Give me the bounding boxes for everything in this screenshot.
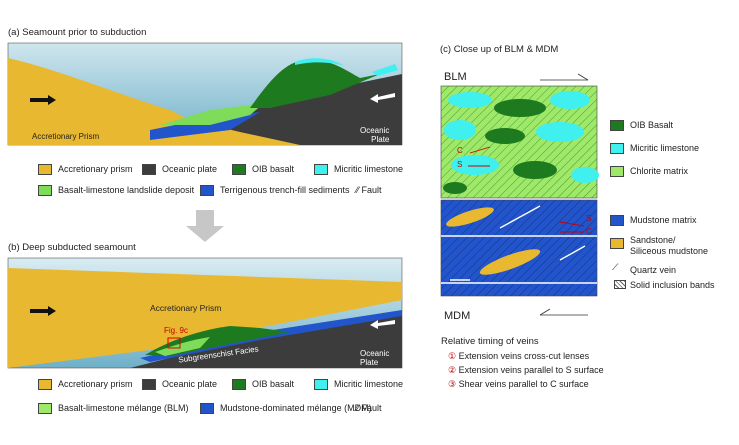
- legend-a-oib-swatch: [232, 164, 246, 175]
- legend-b-micritic-label: Micritic limestone: [334, 379, 404, 389]
- legend-a-trench-swatch: [200, 185, 214, 196]
- legend-c-oib-label: OIB Basalt: [630, 120, 674, 130]
- panel-a-cross-section: [7, 42, 403, 146]
- legend-a-plate-swatch: [142, 164, 156, 175]
- timing-item: ② Extension veins parallel to S surface: [448, 365, 604, 375]
- panel-a-plate-label: Oceanic Plate: [360, 126, 390, 144]
- fault-icon: ⁄⁄: [356, 403, 362, 413]
- legend-c-mudstone-swatch: [610, 215, 624, 226]
- legend-a-plate-label: Oceanic plate: [162, 164, 218, 174]
- legend-a-prism-swatch: [38, 164, 52, 175]
- legend-b-oib-label: OIB basalt: [252, 379, 295, 389]
- legend-c-oib-swatch: [610, 120, 624, 131]
- legend-a-trench-label: Terrigenous trench-fill sediments: [220, 185, 350, 195]
- legend-b-fault-label: ⁄⁄ Fault: [356, 403, 382, 413]
- legend-b-mdm-swatch: [200, 403, 214, 414]
- panel-b-plate-label: Oceanic Plate: [360, 349, 390, 367]
- legend-c-chlorite-swatch: [610, 166, 624, 177]
- legend-c-solid-label: Solid inclusion bands: [630, 280, 715, 290]
- legend-b-plate-swatch: [142, 379, 156, 390]
- panel-b-title: (b) Deep subducted seamount: [8, 242, 136, 253]
- legend-c-sandstone-swatch: [610, 238, 624, 249]
- panel-b-fig-label: Fig. 9c: [164, 326, 189, 335]
- legend-b-micritic-swatch: [314, 379, 328, 390]
- quartz-vein-icon: ⟋: [612, 262, 619, 272]
- legend-a-micritic-label: Micritic limestone: [334, 164, 404, 174]
- legend-a-micritic-swatch: [314, 164, 328, 175]
- fault-icon: ⁄⁄: [356, 185, 362, 195]
- panel-a-prism-label: Accretionary Prism: [32, 132, 100, 141]
- panel-c-title: (c) Close up of BLM & MDM: [440, 44, 559, 55]
- panel-c-blm-label: BLM: [444, 71, 467, 83]
- legend-a-oib-label: OIB basalt: [252, 164, 295, 174]
- panel-b-prism-label: Accretionary Prism: [150, 303, 222, 313]
- legend-b-prism-swatch: [38, 379, 52, 390]
- legend-c-mudstone-label: Mudstone matrix: [630, 215, 697, 225]
- panel-c-mdm-c-label: C: [586, 227, 592, 236]
- panel-c-blm-s-label: S: [457, 160, 463, 169]
- panel-a-title: (a) Seamount prior to subduction: [8, 27, 147, 38]
- panel-c-mdm-s-label: S: [586, 214, 592, 223]
- legend-b-oib-swatch: [232, 379, 246, 390]
- legend-a-fault-label: ⁄⁄ Fault: [356, 185, 382, 195]
- legend-c-micritic-swatch: [610, 143, 624, 154]
- legend-c-solid-swatch: [614, 280, 626, 289]
- legend-a-landslide-swatch: [38, 185, 52, 196]
- legend-b-blm-label: Basalt-limestone mélange (BLM): [58, 403, 189, 413]
- legend-b-prism-label: Accretionary prism: [58, 379, 133, 389]
- legend-b-plate-label: Oceanic plate: [162, 379, 218, 389]
- legend-a-landslide-label: Basalt-limestone landslide deposit: [58, 185, 195, 195]
- panel-c-blm-c-label: C: [457, 146, 463, 155]
- legend-b-blm-swatch: [38, 403, 52, 414]
- legend-c-micritic-label: Micritic limestone: [630, 143, 700, 153]
- panel-b-cross-section: [7, 257, 403, 369]
- legend-b-mdm-label: Mudstone-dominated mélange (MDM): [220, 403, 372, 413]
- panel-c-closeup: [440, 73, 599, 316]
- legend-c-quartz-label: Quartz vein: [630, 265, 677, 275]
- legend-c-sandstone-label: Sandstone/ Siliceous mudstone: [630, 235, 709, 256]
- timing-title: Relative timing of veins: [441, 336, 539, 347]
- timing-item: ③ Shear veins parallel to C surface: [448, 379, 589, 389]
- legend-a-prism-label: Accretionary prism: [58, 164, 133, 174]
- panel-c-mdm-label: MDM: [444, 310, 471, 322]
- legend-c-chlorite-label: Chlorite matrix: [630, 166, 689, 176]
- timing-item: ① Extension veins cross-cut lenses: [448, 351, 590, 361]
